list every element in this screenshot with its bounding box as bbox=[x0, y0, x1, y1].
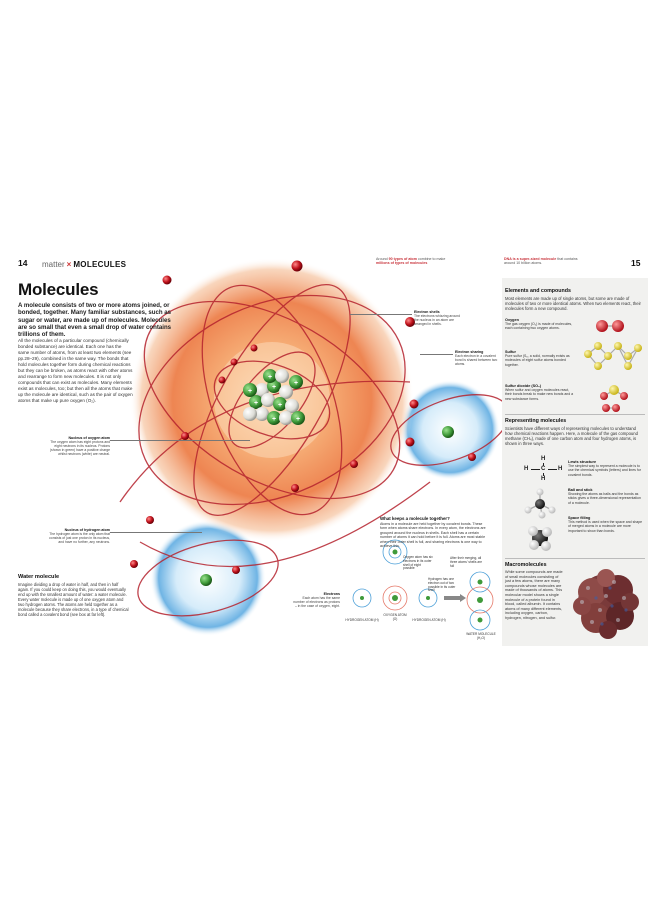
lewis-structure: H H C H H bbox=[524, 456, 563, 482]
chapter-name: matter bbox=[42, 260, 65, 269]
chapter-header: matter×MOLECULES bbox=[42, 260, 126, 269]
svg-text:+: + bbox=[248, 388, 252, 395]
leader-line bbox=[420, 354, 453, 355]
sidebar-title-macro: Macromolecules bbox=[505, 562, 547, 568]
hydrogen-nucleus bbox=[442, 426, 454, 438]
sidebar-item-sulfur-dioxide: Sulfur dioxide (SO₂)When sulfur and oxyg… bbox=[505, 384, 574, 401]
sidebar-title-elements: Elements and compounds bbox=[505, 288, 571, 294]
top-note-left: Around 90 types of atom combine to make … bbox=[376, 257, 446, 266]
mini-label-water-molecule: WATER MOLECULE (H₂O) bbox=[466, 632, 496, 640]
page-title: Molecules bbox=[18, 280, 99, 299]
sidebar-text-representing: Scientists have different ways of repres… bbox=[505, 426, 638, 447]
oxygen-nucleus: +++ +++ ++ bbox=[243, 369, 305, 425]
svg-text:+: + bbox=[268, 374, 272, 381]
sidebar-text-macro: While some compounds are made of small m… bbox=[505, 570, 563, 620]
mini-label-after-sharing: After their merging, all three atoms' sh… bbox=[450, 556, 482, 568]
element-molecule-models bbox=[584, 320, 642, 412]
svg-text:+: + bbox=[296, 416, 300, 423]
left-page-number: 14 bbox=[18, 258, 28, 268]
methane-models bbox=[524, 488, 556, 551]
intro-paragraph: A molecule consists of two or more atoms… bbox=[18, 302, 172, 339]
mini-label-oxygen-atom: OXYGEN ATOM (O) bbox=[383, 613, 407, 621]
svg-text:+: + bbox=[294, 380, 298, 387]
svg-text:+: + bbox=[272, 384, 276, 391]
kept-together-title: What keeps a molecule together? bbox=[380, 516, 450, 521]
sidebar-divider bbox=[505, 558, 645, 559]
electron-orbits bbox=[119, 284, 502, 617]
sidebar-panel: Elements and compounds Most elements are… bbox=[502, 278, 648, 646]
leader-line bbox=[350, 314, 412, 315]
bonding-diagram bbox=[352, 539, 494, 631]
right-page-number: 15 bbox=[631, 258, 641, 268]
sidebar-title-representing: Representing molecules bbox=[505, 418, 567, 424]
water-molecule-illustration: +++ +++ ++ bbox=[119, 258, 502, 636]
water-molecule-text: Imagine dividing a drop of water in half… bbox=[18, 582, 129, 617]
electron-balls bbox=[130, 260, 476, 574]
sidebar-text-elements: Most elements are made up of single atom… bbox=[505, 296, 641, 312]
kept-together-text: Atoms in a molecule are held together by… bbox=[380, 522, 486, 549]
book-spread: 14 matter×MOLECULES Around 90 types of a… bbox=[10, 252, 650, 648]
hydrogen-nucleus bbox=[200, 574, 212, 586]
water-molecule-title: Water molecule bbox=[18, 574, 60, 580]
separator-icon: × bbox=[66, 260, 72, 269]
svg-text:+: + bbox=[272, 416, 276, 423]
albumin-protein-model bbox=[573, 569, 639, 639]
leader-line bbox=[110, 532, 202, 533]
body-paragraph: All the molecules of a particular compou… bbox=[18, 338, 133, 403]
mini-label-hydrogen-atom-1: HYDROGEN ATOM (H) bbox=[345, 618, 379, 622]
kept-together-box: What keeps a molecule together? Atoms in… bbox=[380, 516, 490, 548]
mini-label-hydrogen-shell: Hydrogen has one electron out of two pos… bbox=[428, 577, 456, 593]
sidebar-divider bbox=[505, 414, 645, 415]
svg-text:+: + bbox=[278, 402, 282, 409]
leader-line bbox=[110, 440, 250, 441]
svg-text:+: + bbox=[254, 400, 258, 407]
section-name: MOLECULES bbox=[73, 260, 127, 269]
top-note-right: DNA is a super-sized molecule that conta… bbox=[504, 257, 578, 266]
mini-label-oxygen-shell: Oxygen atom has six electrons in its out… bbox=[403, 555, 433, 571]
mini-label-hydrogen-atom-2: HYDROGEN ATOM (H) bbox=[412, 618, 446, 622]
